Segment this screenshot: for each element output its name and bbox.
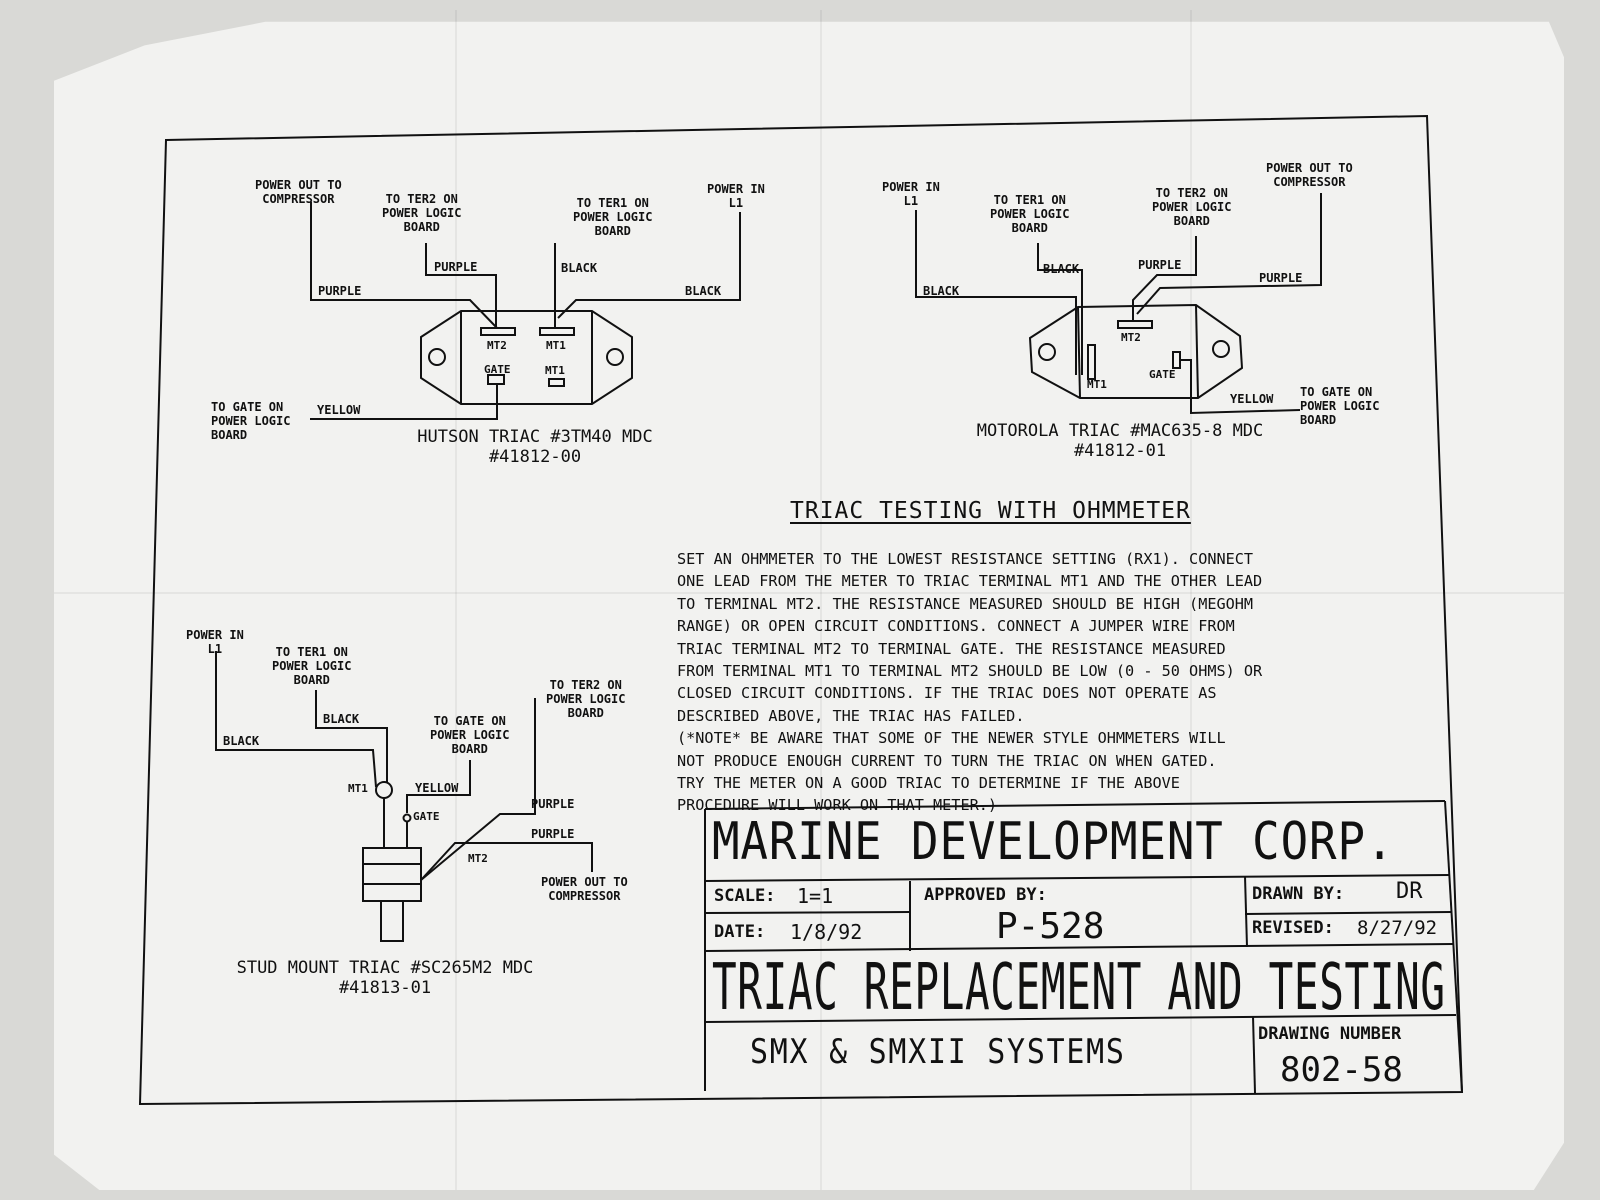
motorola-power-in-label: POWER IN L1 [882,180,940,208]
stud-wire-black-inner: BLACK [323,712,360,726]
revised-label: REVISED: [1252,918,1334,938]
hutson-to-ter2-label: TO TER2 ON POWER LOGIC BOARD [382,192,462,234]
drawing-number-label: DRAWING NUMBER [1258,1024,1402,1044]
testing-line: TO TERMINAL MT2. THE RESISTANCE MEASURED… [677,594,1254,613]
drawing-subtitle: SMX & SMXII SYSTEMS [750,1032,1126,1072]
scale-label: SCALE: [714,886,776,906]
stud-wire-purple-upper: PURPLE [531,797,575,811]
paper-sheet [54,21,1564,1190]
testing-line: (*NOTE* BE AWARE THAT SOME OF THE NEWER … [677,729,1226,748]
hutson-power-in-label: POWER IN L1 [707,182,765,210]
testing-line: TRY THE METER ON A GOOD TRIAC TO DETERMI… [677,774,1180,793]
date-label: DATE: [714,922,766,942]
stud-triac-diagram [215,651,593,942]
hutson-wire-black-outer: BLACK [685,284,722,298]
stud-wire-black-outer: BLACK [223,734,260,748]
stud-term-mt1: MT1 [348,782,368,795]
testing-heading: TRIAC TESTING WITH OHMMETER [790,498,1191,524]
testing-line: ONE LEAD FROM THE METER TO TRIAC TERMINA… [677,572,1263,591]
stud-power-out-label: POWER OUT TO COMPRESSOR [541,875,628,903]
stud-to-ter1-label: TO TER1 ON POWER LOGIC BOARD [272,645,352,687]
revised-value: 8/27/92 [1357,917,1438,939]
motorola-caption: MOTOROLA TRIAC #MAC635-8 MDC #41812-01 [976,421,1264,461]
testing-line: SET AN OHMMETER TO THE LOWEST RESISTANCE… [677,550,1254,568]
hutson-wire-purple-inner: PURPLE [434,260,478,274]
stud-to-ter2-label: TO TER2 ON POWER LOGIC BOARD [546,678,626,720]
fold-line [1190,10,1192,1190]
testing-line: TRIAC TERMINAL MT2 TO TERMINAL GATE. THE… [677,639,1226,658]
motorola-to-ter2-label: TO TER2 ON POWER LOGIC BOARD [1152,186,1232,228]
stud-term-mt2: MT2 [468,852,488,865]
hutson-power-out-label: POWER OUT TO COMPRESSOR [255,178,342,206]
testing-line: DESCRIBED ABOVE, THE TRIAC HAS FAILED. [677,706,1025,725]
motorola-triac-diagram [915,193,1322,415]
testing-line: RANGE) OR OPEN CIRCUIT CONDITIONS. CONNE… [677,617,1235,636]
motorola-term-mt2: MT2 [1121,331,1141,344]
fold-line [820,10,822,1190]
testing-line: CLOSED CIRCUIT CONDITIONS. IF THE TRIAC … [677,684,1217,703]
motorola-power-out-label: POWER OUT TO COMPRESSOR [1266,161,1353,189]
motorola-wire-purple-outer: PURPLE [1259,271,1303,285]
drawing-title: TRIAC REPLACEMENT AND TESTING [712,951,1446,1025]
motorola-wire-purple-inner: PURPLE [1138,258,1182,272]
motorola-wire-yellow: YELLOW [1230,392,1274,406]
motorola-term-gate: GATE [1149,368,1176,381]
stud-wire-purple-lower: PURPLE [531,827,575,841]
hutson-wire-yellow: YELLOW [317,403,361,417]
motorola-wire-black-inner: BLACK [1043,262,1080,276]
drawn-by-label: DRAWN BY: [1252,884,1345,904]
stud-wire-yellow: YELLOW [415,781,459,795]
approved-label: APPROVED BY: [924,885,1047,905]
hutson-wire-black-inner: BLACK [561,261,598,275]
hutson-triac-diagram [310,202,741,420]
hutson-term-mt1-b: MT1 [545,364,565,377]
stud-term-gate: GATE [413,810,440,823]
motorola-to-gate-label: TO GATE ON POWER LOGIC BOARD [1300,385,1380,427]
fold-line [54,592,1564,594]
testing-paragraph: SET AN OHMMETER TO THE LOWEST RESISTANCE… [677,548,1457,817]
hutson-term-gate: GATE [484,363,511,376]
approved-value: P-528 [996,906,1105,947]
testing-line: PROCEDURE WILL WORK ON THAT METER.) [677,796,998,815]
scale-value: 1=1 [797,884,834,908]
fold-line [455,10,457,1190]
company-name: MARINE DEVELOPMENT CORP. [712,812,1395,872]
hutson-wire-purple-outer: PURPLE [318,284,362,298]
motorola-wire-black-outer: BLACK [923,284,960,298]
testing-line: FROM TERMINAL MT1 TO TERMINAL MT2 SHOULD… [677,662,1263,681]
hutson-term-mt2: MT2 [487,339,507,352]
title-block-grid [704,800,1463,1094]
hutson-term-mt1: MT1 [546,339,566,352]
stud-to-gate-label: TO GATE ON POWER LOGIC BOARD [430,714,510,756]
stud-power-in-label: POWER IN L1 [186,628,244,656]
drawn-by-value: DR [1396,879,1423,904]
hutson-caption: HUTSON TRIAC #3TM40 MDC #41812-00 [417,427,653,467]
date-value: 1/8/92 [790,920,863,944]
drawing-number: 802-58 [1280,1050,1403,1090]
hutson-to-gate-label: TO GATE ON POWER LOGIC BOARD [211,400,291,442]
motorola-to-ter1-label: TO TER1 ON POWER LOGIC BOARD [990,193,1070,235]
testing-line: NOT PRODUCE ENOUGH CURRENT TO TURN THE T… [677,751,1217,770]
stud-caption: STUD MOUNT TRIAC #SC265M2 MDC #41813-01 [236,958,534,998]
motorola-term-mt1: MT1 [1087,378,1107,391]
hutson-to-ter1-label: TO TER1 ON POWER LOGIC BOARD [573,196,653,238]
